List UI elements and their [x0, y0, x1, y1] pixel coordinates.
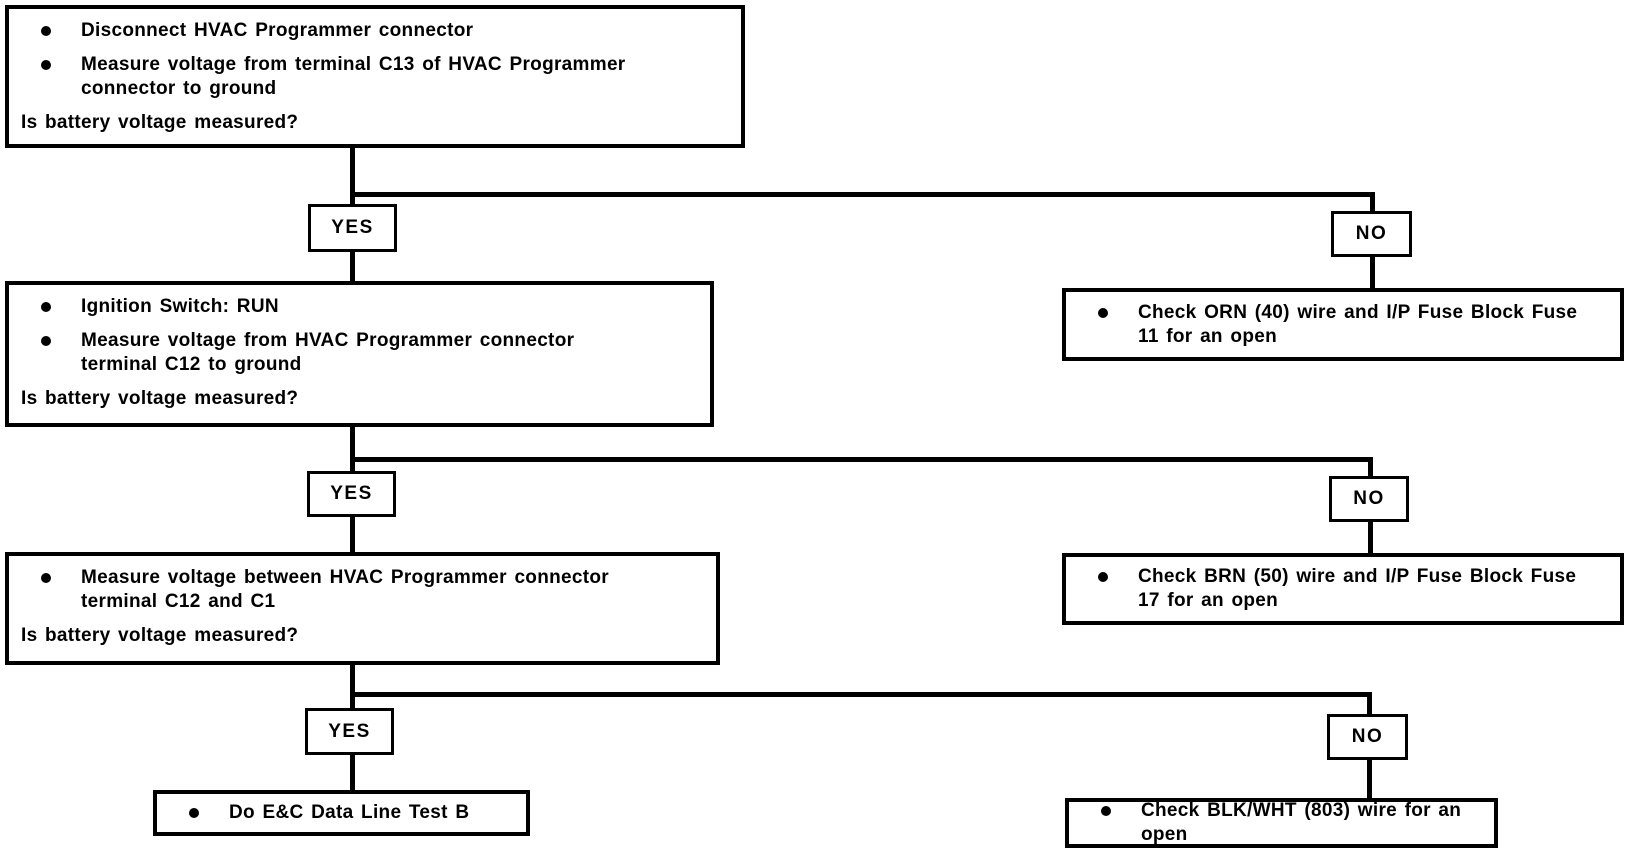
step1-stem-line [350, 147, 355, 205]
step3-yes-label-box: YES [305, 708, 394, 755]
step3-no-action-text: Check BLK/WHT (803) wire for an open [1141, 800, 1462, 845]
step1-no-label-box: NO [1331, 211, 1412, 257]
step1-no-action-item: Check ORN (40) wire and I/P Fuse Block F… [1098, 301, 1608, 349]
bullet-icon [189, 808, 199, 818]
step1-yes-out-line [350, 250, 355, 283]
bullet-icon [41, 336, 51, 346]
step2-bullet-item-2: Measure voltage from HVAC Programmer con… [41, 329, 698, 377]
step2-question-box: Ignition Switch: RUN Measure voltage fro… [5, 281, 714, 427]
bullet-icon [41, 302, 51, 312]
no-label: NO [1351, 726, 1384, 747]
step1-question-box: Disconnect HVAC Programmer connector Mea… [5, 5, 745, 148]
no-label: NO [1353, 488, 1385, 509]
step3-no-out-line [1367, 758, 1372, 800]
step1-yes-label-box: YES [308, 204, 397, 252]
step2-branch-line [350, 457, 1373, 462]
step3-no-action-item: Check BLK/WHT (803) wire for an open [1101, 799, 1482, 847]
step2-no-action-box: Check BRN (50) wire and I/P Fuse Block F… [1062, 553, 1624, 625]
bullet-icon [41, 573, 51, 583]
final-yes-action-item: Do E&C Data Line Test B [189, 801, 514, 825]
step3-bullet-item-1: Measure voltage between HVAC Programmer … [41, 566, 704, 614]
step1-instruction-2: Measure voltage from terminal C13 of HVA… [81, 54, 626, 99]
bullet-icon [41, 26, 51, 36]
step3-yes-out-line [350, 753, 355, 792]
step2-question: Is battery voltage measured? [21, 388, 299, 409]
step2-yes-label-box: YES [307, 471, 396, 517]
step2-no-action-text: Check BRN (50) wire and I/P Fuse Block F… [1138, 566, 1577, 611]
step3-branch-line [350, 692, 1372, 697]
step2-instruction-2: Measure voltage from HVAC Programmer con… [81, 330, 575, 375]
no-label: NO [1355, 223, 1388, 244]
step3-question-box: Measure voltage between HVAC Programmer … [5, 552, 720, 665]
step2-no-drop-line [1368, 457, 1373, 478]
step2-bullet-item-1: Ignition Switch: RUN [41, 295, 698, 319]
step3-question: Is battery voltage measured? [21, 625, 299, 646]
bullet-icon [1098, 307, 1108, 318]
step1-no-action-text: Check ORN (40) wire and I/P Fuse Block F… [1138, 301, 1578, 347]
step3-no-action-box: Check BLK/WHT (803) wire for an open [1065, 798, 1498, 848]
step3-instruction-1: Measure voltage between HVAC Programmer … [81, 567, 609, 612]
step1-branch-line [350, 192, 1375, 197]
step1-bullet-item-1: Disconnect HVAC Programmer connector [41, 19, 729, 43]
step3-stem-line [350, 663, 355, 710]
bullet-icon [41, 60, 51, 70]
bullet-icon [1101, 806, 1111, 816]
step2-no-out-line [1368, 520, 1373, 555]
step3-no-label-box: NO [1327, 714, 1408, 760]
step1-question: Is battery voltage measured? [21, 112, 299, 133]
yes-label: YES [328, 720, 371, 742]
step2-stem-line [350, 425, 355, 473]
yes-label: YES [330, 483, 373, 504]
step2-yes-out-line [350, 515, 355, 554]
step1-no-drop-line [1370, 192, 1375, 212]
step3-no-drop-line [1367, 692, 1372, 716]
yes-label: YES [331, 217, 374, 238]
final-yes-action-box: Do E&C Data Line Test B [153, 790, 530, 836]
final-yes-action-text: Do E&C Data Line Test B [229, 802, 470, 823]
bullet-icon [1098, 572, 1108, 582]
step1-bullet-item-2: Measure voltage from terminal C13 of HVA… [41, 53, 729, 101]
step1-no-out-line [1370, 255, 1375, 290]
step2-instruction-1: Ignition Switch: RUN [81, 296, 279, 317]
step2-no-action-item: Check BRN (50) wire and I/P Fuse Block F… [1098, 565, 1608, 613]
step2-no-label-box: NO [1329, 476, 1409, 522]
step1-no-action-box: Check ORN (40) wire and I/P Fuse Block F… [1062, 288, 1624, 361]
step1-instruction-1: Disconnect HVAC Programmer connector [81, 20, 474, 41]
